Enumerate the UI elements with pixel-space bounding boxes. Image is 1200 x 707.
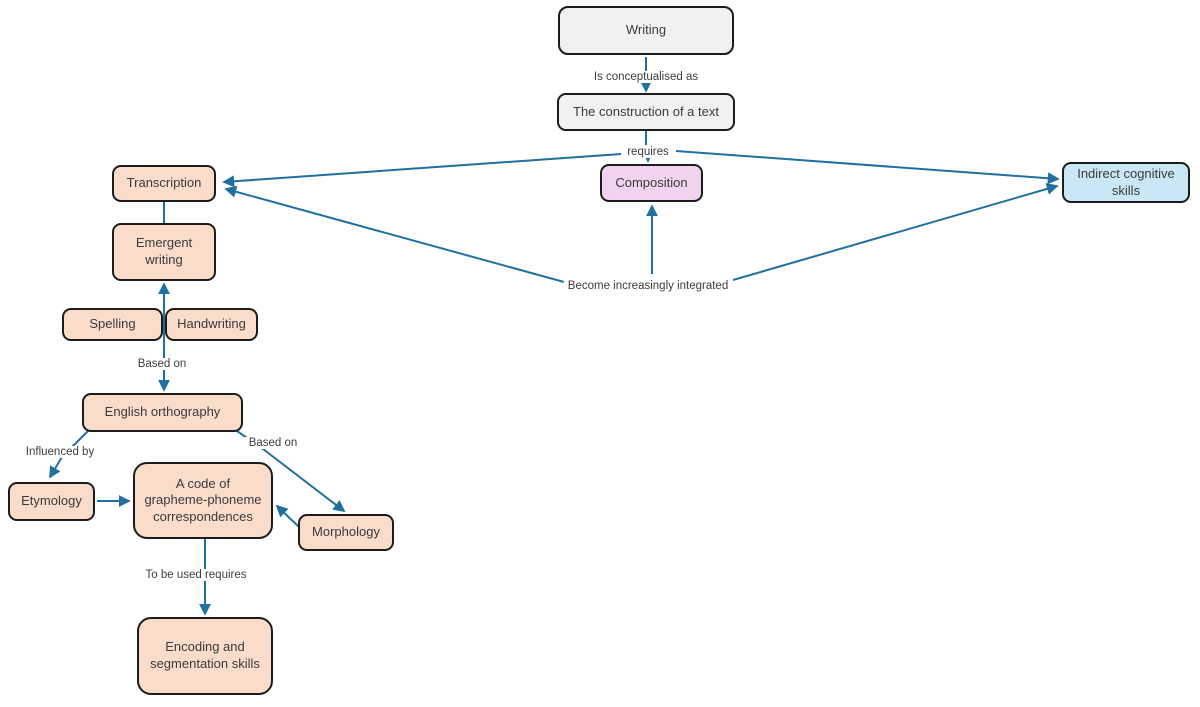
node-emergent-writing[interactable]: Emergent writing (112, 223, 216, 281)
node-encoding-segmentation-skills[interactable]: Encoding and segmentation skills (137, 617, 273, 695)
edge-label-is-conceptualised-as: Is conceptualised as (589, 71, 703, 83)
node-indirect-cognitive-skills[interactable]: Indirect cognitive skills (1062, 162, 1190, 203)
node-composition[interactable]: Composition (600, 164, 703, 202)
edge-label-influenced-by: Influenced by (21, 446, 99, 458)
edge-label-based-on-1: Based on (133, 358, 191, 370)
node-english-orthography[interactable]: English orthography (82, 393, 243, 432)
edge-integrated-indirect (732, 183, 1059, 281)
edge-label-requires: requires (623, 146, 673, 158)
node-spelling[interactable]: Spelling (62, 308, 163, 341)
edge-label-become-increasingly-integrated: Become increasingly integrated (563, 280, 733, 292)
edge-label-to-be-used-requires: To be used requires (141, 569, 251, 581)
edge-label-based-on-2: Based on (244, 437, 302, 449)
node-grapheme-phoneme-code[interactable]: A code of grapheme-phoneme correspondenc… (133, 462, 273, 539)
node-writing[interactable]: Writing (558, 6, 734, 55)
node-construction-of-text[interactable]: The construction of a text (557, 93, 735, 131)
edge-requires-indirect (675, 150, 1060, 185)
edge-morphology-code (275, 504, 300, 528)
node-transcription[interactable]: Transcription (112, 165, 216, 202)
edge-integrated-transcription (224, 185, 565, 283)
node-handwriting[interactable]: Handwriting (165, 308, 258, 341)
edge-requires-transcription (222, 153, 622, 188)
node-morphology[interactable]: Morphology (298, 514, 394, 551)
node-etymology[interactable]: Etymology (8, 482, 95, 521)
